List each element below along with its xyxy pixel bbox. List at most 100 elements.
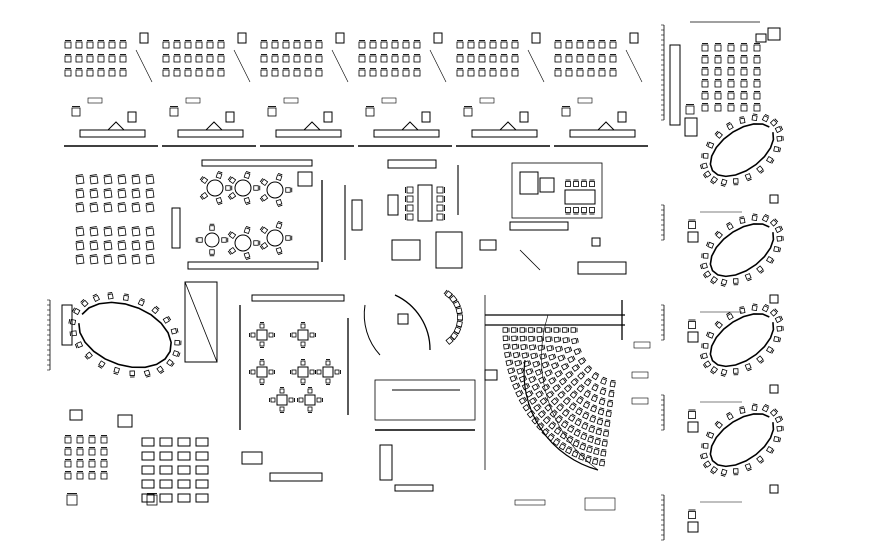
square-table [305, 395, 315, 405]
chair [739, 407, 745, 414]
chair [174, 69, 180, 77]
chair [706, 142, 713, 148]
chair [715, 56, 721, 64]
chair [715, 104, 721, 112]
chair [254, 186, 260, 191]
chair [132, 175, 140, 184]
chair [269, 333, 275, 337]
horseshoe-table [687, 99, 796, 200]
chair [715, 92, 721, 100]
chair [65, 55, 71, 63]
desk [178, 452, 190, 460]
chair [392, 41, 398, 49]
chair [762, 304, 769, 311]
chair [599, 398, 605, 405]
chair [530, 397, 537, 404]
curved-screen [364, 305, 380, 355]
horseshoe-table [687, 289, 796, 390]
chair [171, 328, 178, 334]
chair [582, 208, 587, 215]
chair [588, 69, 594, 77]
chair [775, 126, 782, 133]
chair [272, 55, 278, 63]
chair [774, 246, 781, 252]
chair [254, 241, 260, 246]
podium [434, 33, 442, 43]
chair [574, 429, 581, 436]
chair [581, 432, 587, 439]
chair [291, 333, 297, 337]
chair [310, 333, 316, 337]
plant-box [770, 385, 778, 393]
chair [101, 472, 107, 480]
chair [555, 41, 561, 49]
desk-row [570, 130, 635, 137]
chair [118, 175, 126, 184]
bench-roof [304, 122, 320, 130]
chair [104, 189, 112, 198]
chair [490, 55, 496, 63]
chair [566, 208, 571, 215]
chair [580, 443, 586, 450]
chair [146, 227, 154, 236]
chair [104, 203, 112, 212]
chair [146, 241, 154, 250]
chair [93, 294, 100, 301]
chair [522, 383, 529, 390]
chair [555, 370, 562, 377]
chair [317, 398, 323, 402]
curved-screen [395, 295, 430, 350]
podium [532, 33, 540, 43]
chair [196, 55, 202, 63]
chair [276, 221, 282, 228]
chair [76, 55, 82, 63]
chair [326, 360, 330, 366]
chair [449, 294, 457, 302]
chair [76, 69, 82, 77]
chair [529, 336, 535, 341]
chair [517, 368, 524, 374]
chair [583, 401, 590, 408]
chair [557, 403, 564, 410]
podium [336, 33, 344, 43]
round-table [267, 230, 283, 246]
chair [503, 328, 509, 333]
chair [706, 332, 713, 338]
desk [178, 480, 190, 488]
chair [132, 255, 140, 264]
chair [207, 69, 213, 77]
chair [598, 408, 604, 415]
chair [104, 255, 112, 264]
chair [76, 241, 84, 250]
chair [715, 321, 722, 328]
chair [130, 371, 135, 377]
chair [578, 357, 585, 364]
round-table [235, 180, 251, 196]
chair [468, 69, 474, 77]
horseshoe-table [687, 199, 796, 300]
chair [599, 69, 605, 77]
cabinet [520, 112, 528, 122]
round-table [207, 180, 223, 196]
chair [437, 196, 445, 202]
chair [584, 378, 591, 385]
chair [269, 370, 275, 374]
chair [104, 241, 112, 250]
chair [585, 365, 592, 372]
label-box [284, 98, 298, 103]
chair [244, 171, 250, 178]
chair [146, 175, 154, 184]
chair [521, 344, 528, 349]
chair [118, 203, 126, 212]
chair [308, 407, 312, 413]
chair [590, 415, 596, 422]
chair [706, 242, 713, 248]
chair [479, 41, 485, 49]
conference-table [418, 185, 432, 221]
chair [437, 205, 445, 211]
square-table [323, 367, 333, 377]
chair [529, 345, 536, 350]
chair [381, 55, 387, 63]
chair [573, 439, 580, 446]
chair [406, 205, 414, 211]
